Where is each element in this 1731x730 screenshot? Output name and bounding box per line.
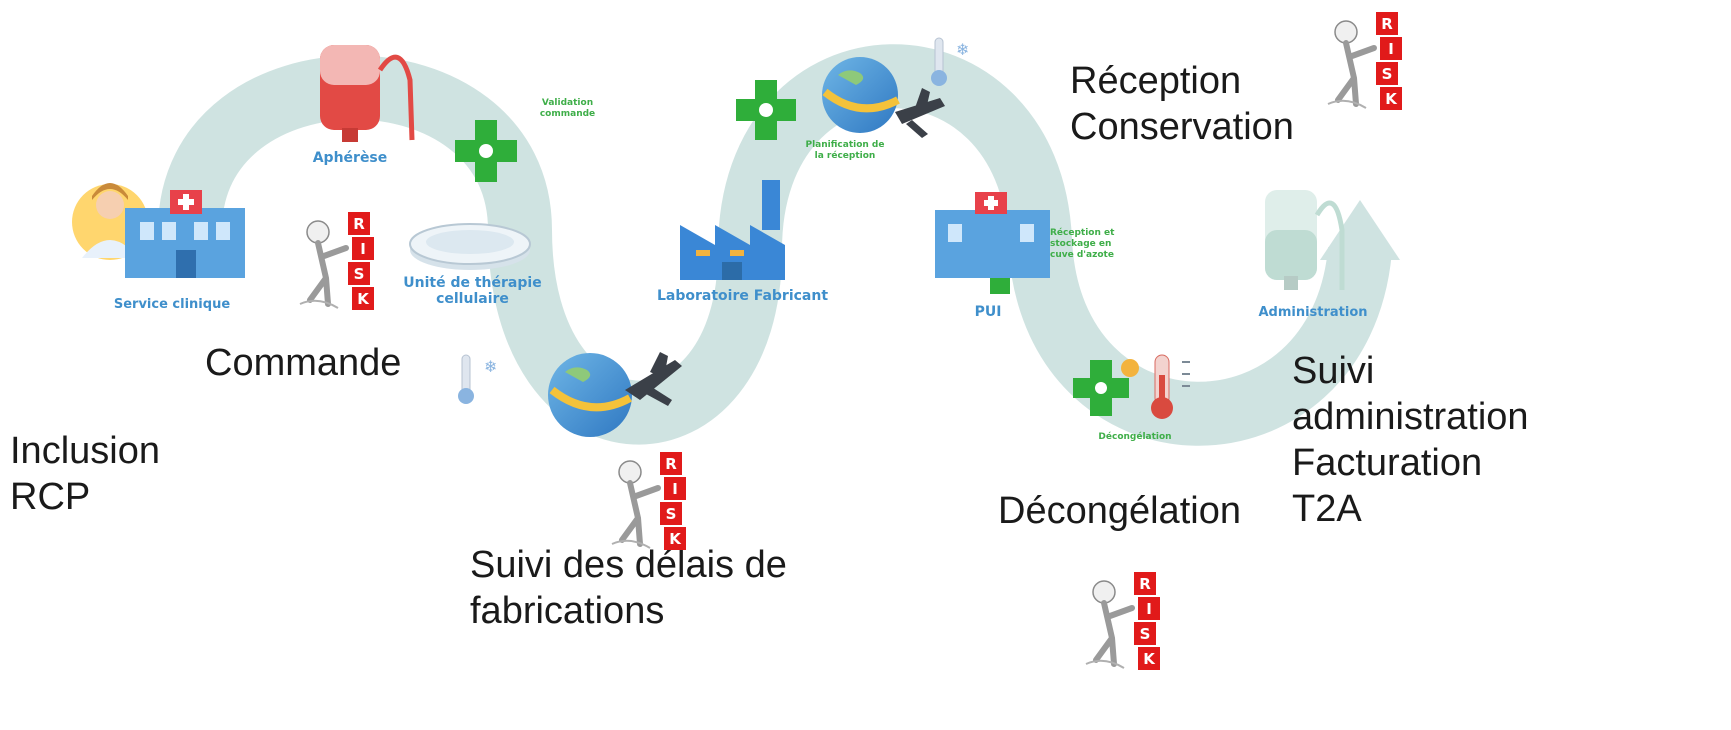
risk-block	[664, 477, 686, 500]
phase-inclusion-line-1: Inclusion	[10, 430, 160, 472]
risk-block	[352, 237, 374, 260]
factory-icon	[680, 180, 785, 280]
risk-letter: R	[1139, 575, 1151, 593]
risk-letter: R	[1381, 15, 1393, 33]
risk-letter: K	[1385, 90, 1398, 108]
phase-reception-line-1: Réception	[1070, 60, 1242, 102]
label-administration: Administration	[1258, 305, 1368, 320]
risk-block	[1134, 622, 1156, 645]
phase-suivi-delais: Suivi des délais de fabrications	[470, 542, 787, 634]
label-validation: Validation commande	[520, 98, 615, 120]
risk-block	[660, 452, 682, 475]
label-apherese: Aphérèse	[312, 150, 388, 166]
petri-dish-icon	[409, 223, 531, 270]
validation-line-2: commande	[539, 108, 596, 119]
label-labo: Laboratoire Fabricant	[656, 288, 829, 304]
risk-block	[1380, 87, 1402, 110]
reception-stockage-line-2: stockage en	[1050, 238, 1112, 249]
reception-stockage-line-3: cuve d'azote	[1050, 249, 1114, 260]
risk-block	[348, 212, 370, 235]
risk-letter: I	[1146, 600, 1152, 618]
hospital-icon-2	[935, 192, 1050, 278]
phase-inclusion: Inclusion RCP	[10, 428, 160, 520]
phase-reception-line-2: Conservation	[1070, 106, 1294, 148]
phase-decongelation: Décongélation	[998, 490, 1241, 532]
label-utc: Unité de thérapie cellulaire	[385, 275, 560, 307]
thermometer-hot-icon	[1121, 354, 1190, 419]
risk-block	[664, 527, 686, 550]
label-planification: Planification de la réception	[795, 140, 895, 162]
blood-bag-icon	[320, 45, 415, 142]
phase-suivi-admin-line-1: Suivi	[1292, 350, 1375, 392]
phase-suivi-admin-line-4: T2A	[1292, 488, 1362, 530]
reception-stockage-line-1: Réception et	[1050, 228, 1115, 238]
phase-suivi-admin-line-2: administration	[1292, 396, 1529, 438]
label-service-clinique: Service clinique	[113, 297, 231, 312]
risk-letter: R	[353, 215, 365, 233]
risk-block	[1376, 62, 1398, 85]
airplane-icon	[625, 352, 682, 406]
phase-suivi-delais-line-1: Suivi des délais de	[470, 544, 787, 586]
risk-block	[1376, 12, 1398, 35]
risk-block	[348, 262, 370, 285]
risk-block	[1138, 597, 1160, 620]
pharmacy-cross-icon-4	[1073, 360, 1129, 416]
risk-letter: K	[669, 530, 682, 548]
utc-line-1: Unité de thérapie	[403, 275, 542, 291]
airplane-icon-2	[895, 88, 945, 138]
phase-reception: Réception Conservation	[1070, 58, 1294, 150]
label-decongelation-step: Décongélation	[1098, 432, 1172, 442]
risk-letter: I	[1388, 40, 1394, 58]
phase-suivi-delais-line-2: fabrications	[470, 590, 665, 632]
iv-bag-icon	[1265, 190, 1345, 290]
risk-letter: S	[1140, 625, 1151, 643]
validation-line-1: Validation	[541, 98, 594, 108]
risk-letter: I	[360, 240, 366, 258]
risk-letter: K	[357, 290, 370, 308]
risk-letter: S	[354, 265, 365, 283]
label-reception-stockage: Réception et stockage en cuve d'azote	[1050, 228, 1160, 260]
risk-letter: S	[1382, 65, 1393, 83]
risk-letter: R	[665, 455, 677, 473]
planification-line-1: Planification de	[805, 140, 885, 150]
svg-text:❄: ❄	[484, 357, 497, 376]
utc-line-2: cellulaire	[436, 291, 509, 308]
hospital-icon	[125, 190, 245, 278]
risk-block	[660, 502, 682, 525]
pharmacy-cross-icon	[455, 120, 517, 182]
risk-letter: I	[672, 480, 678, 498]
risk-block	[1138, 647, 1160, 670]
phase-inclusion-line-2: RCP	[10, 476, 91, 518]
svg-text:❄: ❄	[956, 40, 969, 59]
risk-block	[1380, 37, 1402, 60]
thermometer-snow-icon-2: ❄	[931, 37, 969, 86]
label-pui: PUI	[974, 304, 1002, 320]
globe-icon-2	[822, 57, 900, 133]
risk-letter: K	[1143, 650, 1156, 668]
phase-commande: Commande	[205, 342, 402, 384]
path-arrowhead	[1320, 200, 1400, 260]
risk-block	[1134, 572, 1156, 595]
phase-suivi-admin-line-3: Facturation	[1292, 442, 1483, 484]
phase-suivi-admin: Suivi administration Facturation T2A	[1292, 348, 1529, 532]
pharmacy-cross-icon-2	[736, 80, 796, 140]
risk-block	[352, 287, 374, 310]
globe-icon	[548, 353, 632, 437]
risk-letter: S	[666, 505, 677, 523]
planification-line-2: la réception	[814, 150, 876, 161]
thermometer-snow-icon: ❄	[458, 354, 497, 404]
